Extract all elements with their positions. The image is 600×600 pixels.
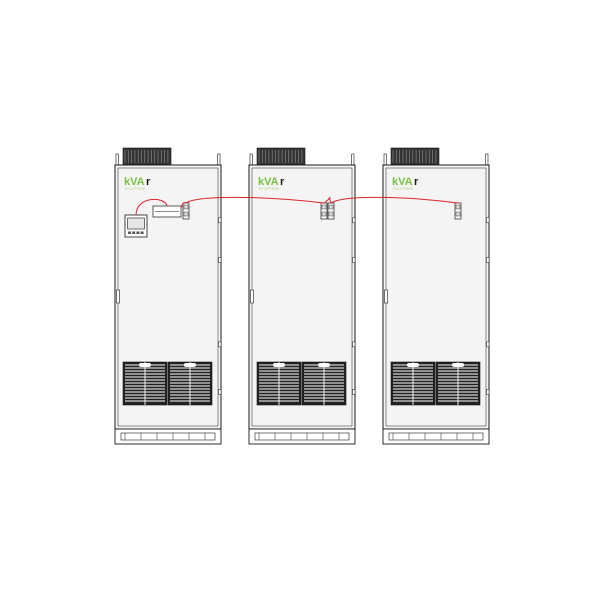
terminal-screw <box>455 211 461 217</box>
door-hinge <box>218 389 222 395</box>
terminal-screw <box>328 211 334 217</box>
door-hinge <box>486 217 490 224</box>
door-hinge <box>486 341 490 348</box>
controller-key <box>128 231 131 234</box>
cable-group <box>135 196 459 216</box>
vent-latch <box>273 363 285 367</box>
door-hinge <box>486 389 490 395</box>
brand-logo-suffix: r <box>414 176 419 188</box>
terminal-screw <box>321 211 327 217</box>
controller-screen <box>127 217 145 230</box>
lifting-eye <box>249 153 253 166</box>
brand-logo-suffix: r <box>280 176 285 188</box>
terminal-screw <box>455 204 461 210</box>
brand-logo-sub: SOLUTIONS <box>393 187 413 191</box>
controller-key <box>132 231 136 234</box>
door-handle <box>250 289 254 304</box>
brand-logo-sub: SOLUTIONS <box>125 187 145 191</box>
lifting-eye <box>351 153 355 166</box>
plinth-slot <box>254 432 350 441</box>
cable <box>323 196 332 204</box>
door-handle <box>384 289 388 304</box>
door-hinge <box>486 257 490 263</box>
brand-logo: kVA <box>124 176 145 188</box>
cable <box>135 198 168 216</box>
brand-logo: kVA <box>258 176 279 188</box>
vent-latch <box>318 363 330 367</box>
door-handle <box>116 289 120 304</box>
brand-logo-sub: SOLUTIONS <box>259 187 279 191</box>
door-hinge <box>218 257 222 263</box>
door-hinge <box>218 217 222 224</box>
vent-latch <box>184 363 196 367</box>
exhaust-fan <box>390 147 440 166</box>
exhaust-fan <box>122 147 172 166</box>
lifting-eye <box>115 153 119 166</box>
terminal-screw <box>183 204 189 210</box>
lifting-eye <box>383 153 387 166</box>
brand-logo: kVA <box>392 176 413 188</box>
door-hinge <box>352 341 356 348</box>
cable <box>185 196 325 204</box>
vent-latch <box>407 363 419 367</box>
door-hinge <box>352 257 356 263</box>
plinth-slot <box>388 432 484 441</box>
vent-latch <box>139 363 151 367</box>
plinth-slot <box>120 432 216 441</box>
brand-logo-suffix: r <box>146 176 151 188</box>
door-hinge <box>352 389 356 395</box>
lifting-eye <box>217 153 221 166</box>
terminal-screw <box>183 211 189 217</box>
controller-key <box>136 231 140 234</box>
vent-latch <box>452 363 464 367</box>
exhaust-fan <box>256 147 306 166</box>
cable <box>330 196 459 204</box>
terminal-screw <box>321 204 327 210</box>
door-hinge <box>352 217 356 224</box>
terminal-screw <box>328 204 334 210</box>
controller-key <box>140 231 144 234</box>
lifting-eye <box>485 153 489 166</box>
door-hinge <box>218 341 222 348</box>
